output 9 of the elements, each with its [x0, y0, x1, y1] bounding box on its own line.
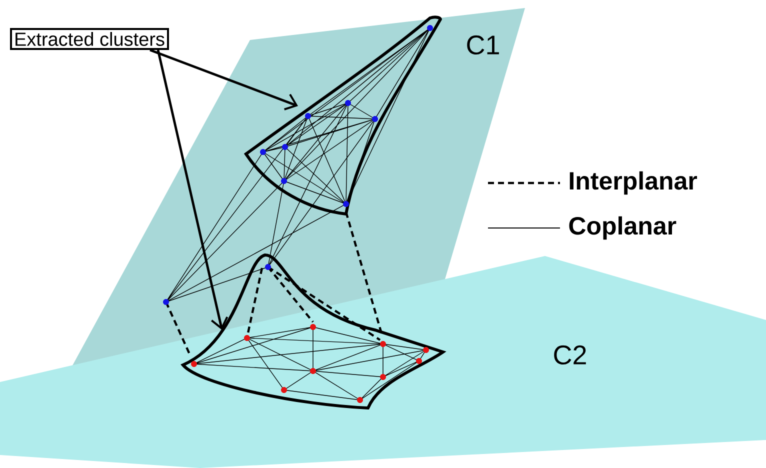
cluster-outline — [182, 254, 444, 410]
cluster-label: C1 — [467, 35, 499, 55]
arrow — [150, 48, 298, 110]
legend-text: Interplanar — [570, 171, 698, 195]
label-box: Extracted clusters — [10, 28, 169, 50]
cluster-outline — [244, 16, 442, 216]
legend-text: Coplanar — [569, 216, 676, 240]
cluster-label: C2 — [554, 345, 586, 365]
arrow — [156, 50, 228, 330]
